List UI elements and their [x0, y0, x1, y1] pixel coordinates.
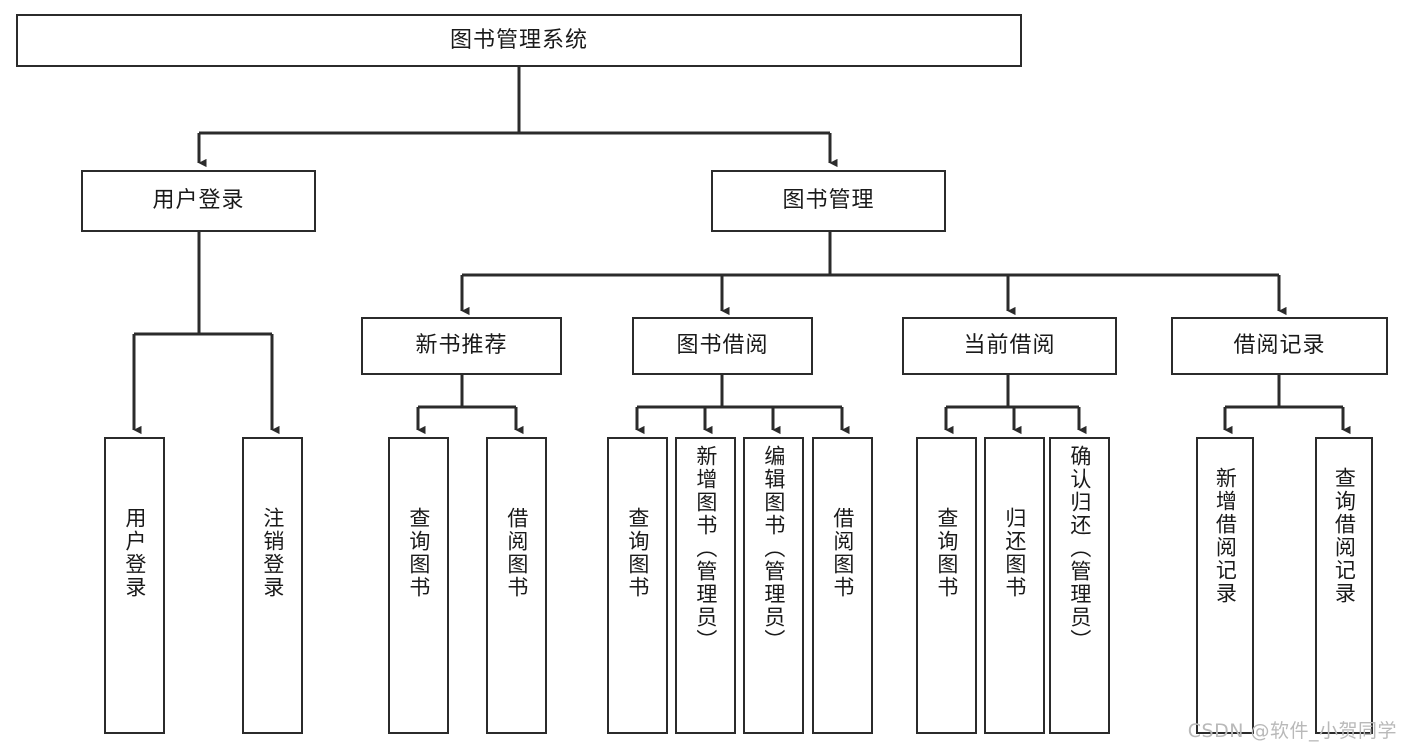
node-root-system[interactable]: 图书管理系统 [16, 14, 1022, 67]
node-label: 用户登录 [152, 188, 245, 213]
leaf-label: 查询图书 [406, 507, 431, 599]
leaf-label: 借阅图书 [504, 507, 529, 599]
leaf-label: 确认归还（管理员） [1067, 445, 1092, 652]
node-new-book-recommend[interactable]: 新书推荐 [361, 317, 562, 375]
leaf-return-book[interactable]: 归还图书 [984, 437, 1045, 734]
leaf-query-book-current[interactable]: 查询图书 [916, 437, 977, 734]
leaf-label: 查询图书 [934, 507, 959, 599]
node-current-borrow[interactable]: 当前借阅 [902, 317, 1117, 375]
node-book-borrow[interactable]: 图书借阅 [632, 317, 813, 375]
node-label: 图书借阅 [676, 333, 769, 358]
node-label: 新书推荐 [415, 333, 508, 358]
node-borrow-record[interactable]: 借阅记录 [1171, 317, 1388, 375]
leaf-user-login[interactable]: 用户登录 [104, 437, 165, 734]
leaf-label: 新增借阅记录 [1213, 467, 1238, 605]
leaf-borrow-book[interactable]: 借阅图书 [812, 437, 873, 734]
leaf-query-book-borrow[interactable]: 查询图书 [607, 437, 668, 734]
leaf-add-borrow-record[interactable]: 新增借阅记录 [1196, 437, 1254, 734]
leaf-edit-book-admin[interactable]: 编辑图书（管理员） [743, 437, 804, 734]
leaf-label: 借阅图书 [830, 507, 855, 599]
node-book-management[interactable]: 图书管理 [711, 170, 946, 232]
csdn-watermark: CSDN @软件_小贺同学 [1187, 720, 1397, 742]
node-label: 借阅记录 [1233, 333, 1326, 358]
leaf-add-book-admin[interactable]: 新增图书（管理员） [675, 437, 736, 734]
leaf-label: 归还图书 [1002, 507, 1027, 599]
node-label: 当前借阅 [963, 333, 1056, 358]
leaf-label: 查询图书 [625, 507, 650, 599]
leaf-query-book-recommend[interactable]: 查询图书 [388, 437, 449, 734]
node-label: 图书管理 [782, 188, 875, 213]
leaf-label: 编辑图书（管理员） [761, 445, 786, 652]
leaf-label: 用户登录 [122, 507, 147, 599]
leaf-logout[interactable]: 注销登录 [242, 437, 303, 734]
node-user-login[interactable]: 用户登录 [81, 170, 316, 232]
leaf-borrow-book-recommend[interactable]: 借阅图书 [486, 437, 547, 734]
leaf-label: 注销登录 [260, 507, 285, 599]
leaf-query-borrow-record[interactable]: 查询借阅记录 [1315, 437, 1373, 734]
leaf-label: 新增图书（管理员） [693, 445, 718, 652]
leaf-confirm-return-admin[interactable]: 确认归还（管理员） [1049, 437, 1110, 734]
node-label: 图书管理系统 [449, 27, 588, 53]
leaf-label: 查询借阅记录 [1332, 467, 1357, 605]
